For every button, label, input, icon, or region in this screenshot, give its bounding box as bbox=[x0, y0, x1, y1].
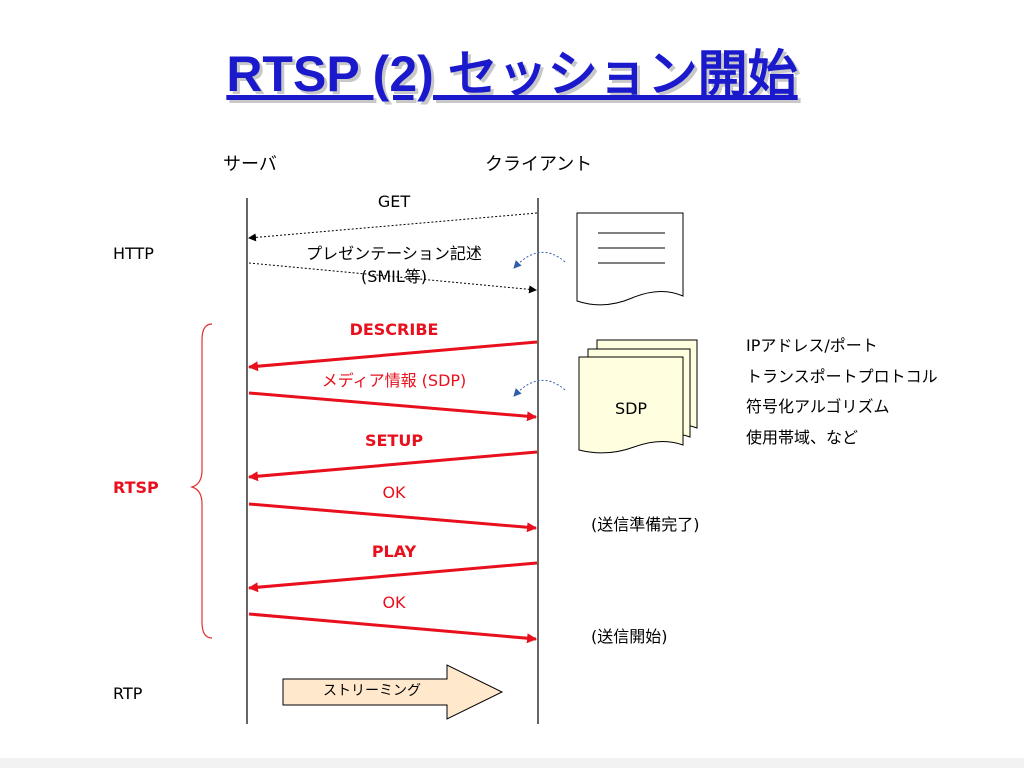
presentation-arrow bbox=[248, 262, 537, 294]
describe-arrow bbox=[248, 340, 538, 372]
rtsp-bracket bbox=[189, 323, 213, 639]
ok2-label: OK bbox=[382, 593, 406, 612]
note-ready: (送信準備完了) bbox=[591, 515, 700, 534]
sdp-document-stack-icon bbox=[578, 339, 698, 454]
sdp-content-item: 使用帯域、など bbox=[746, 428, 859, 447]
phase-rtp-label: RTP bbox=[113, 684, 143, 703]
media-info-arrow bbox=[248, 391, 537, 422]
footer-band bbox=[0, 758, 1024, 768]
setup-arrow bbox=[248, 450, 538, 482]
phase-http-label: HTTP bbox=[113, 244, 154, 263]
ok1-arrow bbox=[248, 502, 537, 533]
client-label: クライアント bbox=[485, 154, 593, 175]
curve-arrow-icon bbox=[513, 379, 566, 397]
play-arrow bbox=[248, 561, 538, 593]
describe-label: DESCRIBE bbox=[349, 320, 439, 339]
slide-title: RTSP (2) セッション開始 bbox=[226, 46, 798, 102]
media-info-label: メディア情報 (SDP) bbox=[321, 371, 467, 390]
sdp-document-label: SDP bbox=[614, 399, 648, 418]
setup-label: SETUP bbox=[364, 431, 424, 450]
get-label: GET bbox=[377, 192, 411, 211]
sdp-content-item: 符号化アルゴリズム bbox=[746, 397, 890, 416]
play-label: PLAY bbox=[371, 542, 417, 561]
streaming-arrow-icon bbox=[282, 664, 504, 720]
sdp-content-item: IPアドレス/ポート bbox=[746, 336, 878, 355]
get-arrow bbox=[248, 212, 538, 242]
document-icon bbox=[576, 212, 684, 306]
presentation-label-line1: プレゼンテーション記述 bbox=[306, 244, 482, 263]
note-start: (送信開始) bbox=[591, 627, 668, 646]
ok2-arrow bbox=[248, 612, 537, 644]
presentation-label-line2: (SMIL等) bbox=[360, 267, 428, 286]
server-label: サーバ bbox=[223, 154, 277, 175]
phase-rtsp-label: RTSP bbox=[113, 478, 159, 497]
streaming-label: ストリーミング bbox=[323, 683, 421, 699]
sdp-content-item: トランスポートプロトコル bbox=[746, 367, 938, 386]
ok1-label: OK bbox=[382, 483, 406, 502]
curve-arrow-icon bbox=[513, 251, 566, 269]
